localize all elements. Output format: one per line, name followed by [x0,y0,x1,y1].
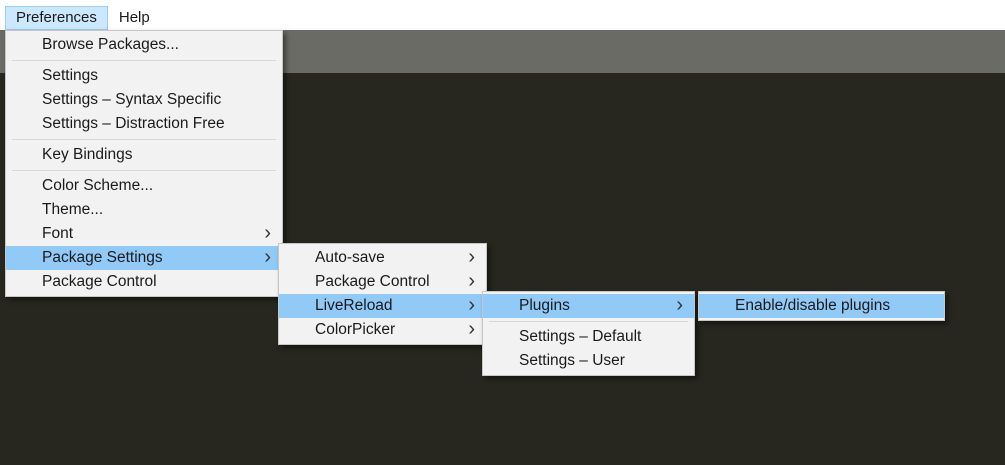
menu-item-livereload[interactable]: LiveReload › [279,294,486,318]
menu-package-settings: Auto-save›Package Control›LiveReload›Col… [278,243,487,345]
menu-separator [12,139,276,140]
menu-item-label: Auto-save [315,249,385,266]
menu-item-font[interactable]: Font › [6,222,282,246]
menu-item-settings-default[interactable]: Settings – Default [483,325,694,349]
menu-item-label: Package Control [42,273,157,290]
menu-item-label: Package Control [315,273,430,290]
menu-separator [12,170,276,171]
menu-item-auto-save[interactable]: Auto-save › [279,246,486,270]
menu-separator [12,60,276,61]
submenu-arrow-icon: › [468,270,475,292]
submenu-arrow-icon: › [264,222,271,244]
menu-item-label: Key Bindings [42,146,133,163]
menu-item-settings-syntax-specific[interactable]: Settings – Syntax Specific [6,88,282,112]
menu-item-enable-disable-plugins[interactable]: Enable/disable plugins [699,294,944,318]
submenu-arrow-icon: › [468,318,475,340]
menu-item-package-control[interactable]: Package Control [6,270,282,294]
menu-item-label: Settings [42,67,99,84]
menubar-item-help[interactable]: Help [118,9,150,26]
menu-item-label: Settings – Default [519,328,642,345]
submenu-arrow-icon: › [264,246,271,268]
menu-item-settings[interactable]: Settings [6,64,282,88]
menubar: Preferences Help [0,0,1005,30]
menu-item-colorpicker[interactable]: ColorPicker › [279,318,486,342]
menubar-item-preferences[interactable]: Preferences [5,6,108,30]
menu-item-label: Package Settings [42,249,163,266]
menu-item-settings-distraction-free[interactable]: Settings – Distraction Free [6,112,282,136]
menu-item-package-settings[interactable]: Package Settings › [6,246,282,270]
menu-item-label: Font [42,225,74,242]
menu-item-label: Enable/disable plugins [735,297,891,314]
menu-item-label: Color Scheme... [42,177,154,194]
menu-item-label: Theme... [42,201,104,218]
submenu-arrow-icon: › [468,294,475,316]
menu-item-theme[interactable]: Theme... [6,198,282,222]
submenu-arrow-icon: › [676,294,683,316]
menu-item-color-scheme[interactable]: Color Scheme... [6,174,282,198]
menu-plugins: Enable/disable plugins [698,291,945,321]
menu-item-label: Settings – Syntax Specific [42,91,222,108]
menu-item-browse-packages[interactable]: Browse Packages... [6,33,282,57]
menu-separator [489,321,688,322]
menu-item-label: Settings – Distraction Free [42,115,225,132]
menu-item-settings-user[interactable]: Settings – User [483,349,694,373]
menu-item-label: LiveReload [315,297,393,314]
menu-item-label: Plugins [519,297,570,314]
menu-item-package-control[interactable]: Package Control › [279,270,486,294]
submenu-arrow-icon: › [468,246,475,268]
menu-item-key-bindings[interactable]: Key Bindings [6,143,282,167]
menu-item-plugins[interactable]: Plugins › [483,294,694,318]
menu-item-label: Settings – User [519,352,625,369]
menu-item-label: Browse Packages... [42,36,179,53]
menu-item-label: ColorPicker [315,321,396,338]
